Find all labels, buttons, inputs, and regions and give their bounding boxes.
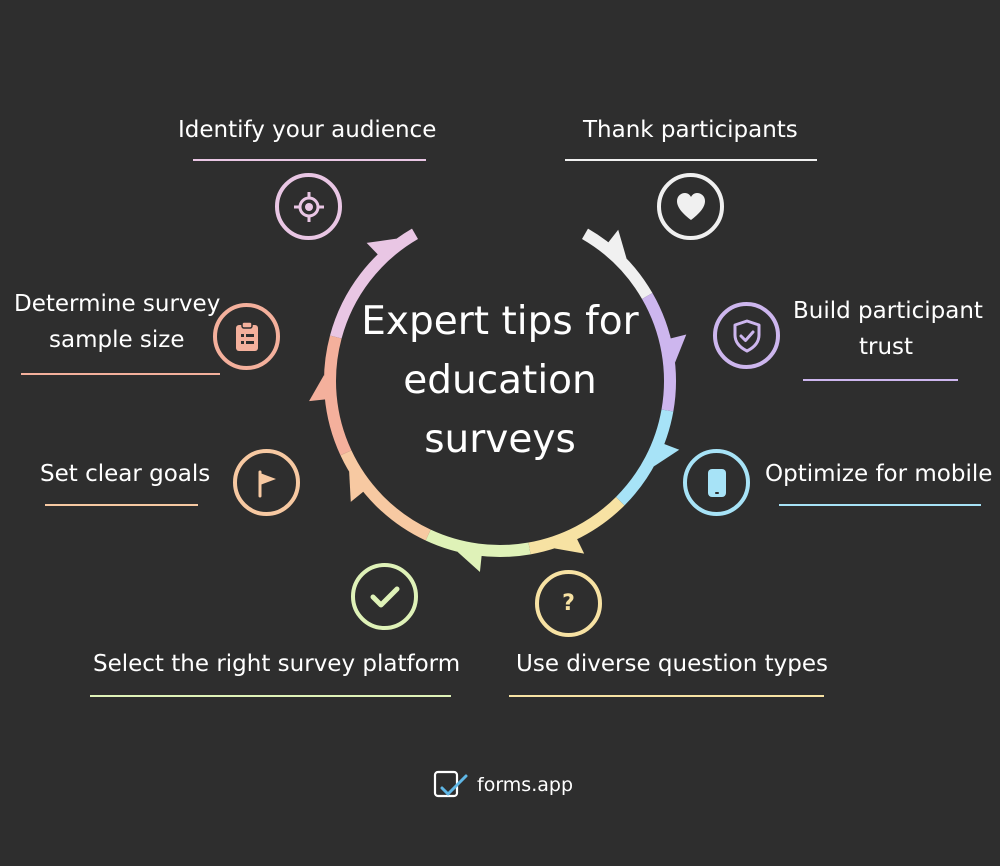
title-line-2: education: [403, 358, 597, 403]
tip-underline: [509, 695, 824, 697]
tip-icon-circle: [713, 302, 780, 369]
title-line-3: surveys: [424, 417, 576, 462]
ring-arrowhead: [349, 471, 367, 502]
ring-segment: [528, 496, 625, 555]
tip-label-build-trust-line1: Build participant: [793, 298, 983, 324]
ring-segment: [329, 228, 419, 339]
tip-icon-circle: [233, 449, 300, 516]
tip-label-build-trust-line2: trust: [859, 334, 914, 360]
ring-arrowhead: [666, 334, 687, 363]
tip-icon-circle: [213, 303, 280, 370]
title-line-1: Expert tips for: [361, 299, 639, 344]
brand-name: forms.app: [477, 774, 574, 796]
tip-label-sample-size-line1: Determine survey: [14, 291, 221, 317]
tip-underline: [565, 159, 817, 161]
tip-label-identify-audience: Identify your audience: [178, 117, 437, 143]
tip-icon-circle: [275, 173, 342, 240]
ring-segment: [324, 335, 352, 456]
tip-underline: [779, 504, 981, 506]
shield-check-icon: [733, 319, 760, 352]
tip-label-optimize-mobile: Optimize for mobile: [765, 461, 993, 487]
ring-arrowhead: [309, 374, 329, 402]
ring-arrowhead: [457, 551, 483, 572]
ring-segment: [581, 228, 653, 300]
brand-logo: forms.app: [433, 769, 573, 801]
mobile-phone-icon: [707, 468, 726, 497]
tip-label-diverse-questions: Use diverse question types: [516, 651, 828, 677]
crosshair-icon: [293, 191, 324, 222]
tip-underline: [803, 379, 958, 381]
ring-arrowhead: [554, 535, 585, 554]
tip-underline: [193, 159, 426, 161]
ring-segment: [425, 529, 531, 557]
heart-icon: [676, 192, 705, 220]
tip-icon-circle: [683, 449, 750, 516]
tip-underline: [45, 504, 198, 506]
tip-label-select-platform: Select the right survey platform: [93, 651, 461, 677]
tip-icon-circle: [351, 563, 418, 630]
tip-underline: [21, 373, 220, 375]
tip-icon-circle: ?: [535, 570, 602, 637]
checkmark-icon: [370, 586, 399, 607]
ring-segment: [641, 293, 676, 412]
tip-underline: [90, 695, 451, 697]
diagram-title: Expert tips for education surveys: [350, 292, 650, 469]
ring-segment: [615, 409, 674, 506]
ring-segment: [340, 450, 431, 541]
ring-arrowhead: [653, 442, 680, 467]
flag-icon: [258, 470, 276, 497]
question-mark-icon: ?: [562, 591, 575, 616]
ring-arrowhead: [605, 229, 627, 259]
tip-label-thank-participants: Thank participants: [583, 117, 798, 143]
tip-label-set-goals: Set clear goals: [40, 461, 211, 487]
tip-label-sample-size-line2: sample size: [49, 327, 185, 353]
clipboard-icon: [235, 320, 258, 351]
forms-app-logo-icon: [433, 770, 468, 798]
tip-icon-circle: [657, 173, 724, 240]
ring-arrowhead: [366, 238, 397, 258]
